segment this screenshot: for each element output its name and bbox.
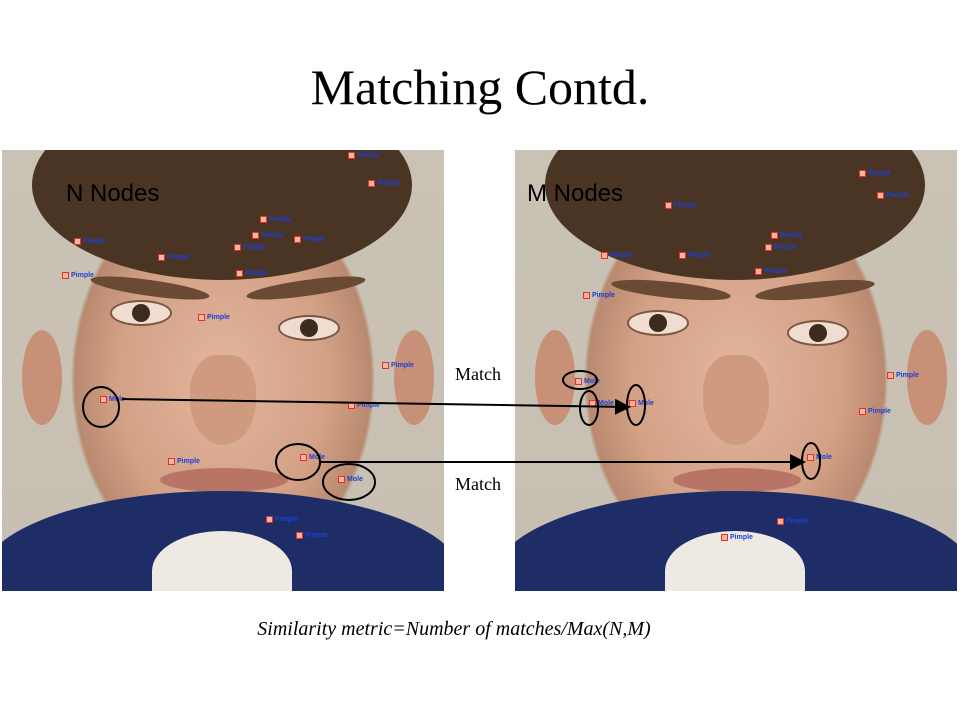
node-tag: Pimple — [755, 268, 787, 275]
node-tag: Pimple — [236, 270, 268, 277]
node-marker-icon — [771, 232, 778, 239]
node-tag: Mole — [100, 396, 125, 403]
node-marker-icon — [158, 254, 165, 261]
similarity-caption: Similarity metric=Number of matches/Max(… — [257, 618, 651, 640]
node-tag: Pimple — [296, 532, 328, 539]
node-tag: Pimple — [294, 236, 326, 243]
node-marker-icon — [679, 252, 686, 259]
left-ear — [22, 330, 62, 425]
node-tag: Pimple — [348, 152, 380, 159]
node-tag: Pimple — [266, 516, 298, 523]
node-marker-icon — [74, 238, 81, 245]
node-marker-icon — [859, 408, 866, 415]
node-tag: Pimple — [252, 232, 284, 239]
mouth — [673, 468, 801, 492]
match-label-top: Match — [455, 364, 501, 384]
node-tag: Pimple — [771, 232, 803, 239]
node-tag: Pimple — [234, 244, 266, 251]
node-tag: Pimple — [168, 458, 200, 465]
node-marker-icon — [296, 532, 303, 539]
nose — [703, 355, 769, 445]
node-marker-icon — [665, 202, 672, 209]
mouth — [160, 468, 288, 492]
node-tag: Mole — [629, 400, 654, 407]
left-face-image: N Nodes Pimple Pimple Pimple Pimple Pimp… — [2, 150, 444, 591]
node-tag: Pimple — [765, 244, 797, 251]
node-tag: Pimple — [877, 192, 909, 199]
match-label-bottom: Match — [455, 474, 501, 494]
left-eye — [110, 300, 172, 326]
node-tag: Pimple — [74, 238, 106, 245]
right-face-image: M Nodes Pimple Pimple Pimple Pimple Pimp… — [515, 150, 957, 591]
n-nodes-label: N Nodes — [66, 180, 160, 207]
node-marker-icon — [807, 454, 814, 461]
node-marker-icon — [601, 252, 608, 259]
node-marker-icon — [629, 400, 636, 407]
node-tag: Pimple — [721, 534, 753, 541]
node-tag: Pimple — [679, 252, 711, 259]
collar — [665, 531, 805, 591]
node-tag: Pimple — [887, 372, 919, 379]
node-marker-icon — [877, 192, 884, 199]
node-marker-icon — [755, 268, 762, 275]
node-tag: Pimple — [665, 202, 697, 209]
node-marker-icon — [859, 170, 866, 177]
node-marker-icon — [300, 454, 307, 461]
node-marker-icon — [887, 372, 894, 379]
node-marker-icon — [348, 152, 355, 159]
node-tag: Pimple — [859, 170, 891, 177]
node-marker-icon — [777, 518, 784, 525]
collar — [152, 531, 292, 591]
node-tag: Pimple — [777, 518, 809, 525]
node-tag: Pimple — [368, 180, 400, 187]
node-marker-icon — [168, 458, 175, 465]
node-marker-icon — [368, 180, 375, 187]
node-marker-icon — [234, 244, 241, 251]
node-marker-icon — [294, 236, 301, 243]
node-marker-icon — [260, 216, 267, 223]
node-tag: Mole — [807, 454, 832, 461]
node-marker-icon — [252, 232, 259, 239]
node-tag: Pimple — [62, 272, 94, 279]
node-marker-icon — [382, 362, 389, 369]
node-tag: Pimple — [260, 216, 292, 223]
node-tag: Mole — [300, 454, 325, 461]
right-eye — [278, 315, 340, 341]
node-tag: Pimple — [859, 408, 891, 415]
node-tag: Pimple — [382, 362, 414, 369]
node-marker-icon — [236, 270, 243, 277]
node-tag: Pimple — [198, 314, 230, 321]
node-tag: Mole — [589, 400, 614, 407]
node-tag: Pimple — [583, 292, 615, 299]
left-brow — [610, 275, 732, 305]
left-ear — [535, 330, 575, 425]
node-marker-icon — [266, 516, 273, 523]
right-ear — [394, 330, 434, 425]
node-tag: Pimple — [158, 254, 190, 261]
node-marker-icon — [198, 314, 205, 321]
node-marker-icon — [765, 244, 772, 251]
node-marker-icon — [589, 400, 596, 407]
right-ear — [907, 330, 947, 425]
hair — [32, 150, 412, 280]
node-tag: Pimple — [601, 252, 633, 259]
node-marker-icon — [100, 396, 107, 403]
node-tag: Mole — [338, 476, 363, 483]
node-tag: Mole — [575, 378, 600, 385]
left-eye — [627, 310, 689, 336]
node-tag: Pimple — [348, 402, 380, 409]
right-eye — [787, 320, 849, 346]
node-marker-icon — [62, 272, 69, 279]
node-marker-icon — [348, 402, 355, 409]
slide-title: Matching Contd. — [310, 59, 650, 115]
m-nodes-label: M Nodes — [527, 180, 624, 207]
node-marker-icon — [338, 476, 345, 483]
right-brow — [754, 275, 876, 305]
node-marker-icon — [721, 534, 728, 541]
node-marker-icon — [583, 292, 590, 299]
nose — [190, 355, 256, 445]
node-marker-icon — [575, 378, 582, 385]
